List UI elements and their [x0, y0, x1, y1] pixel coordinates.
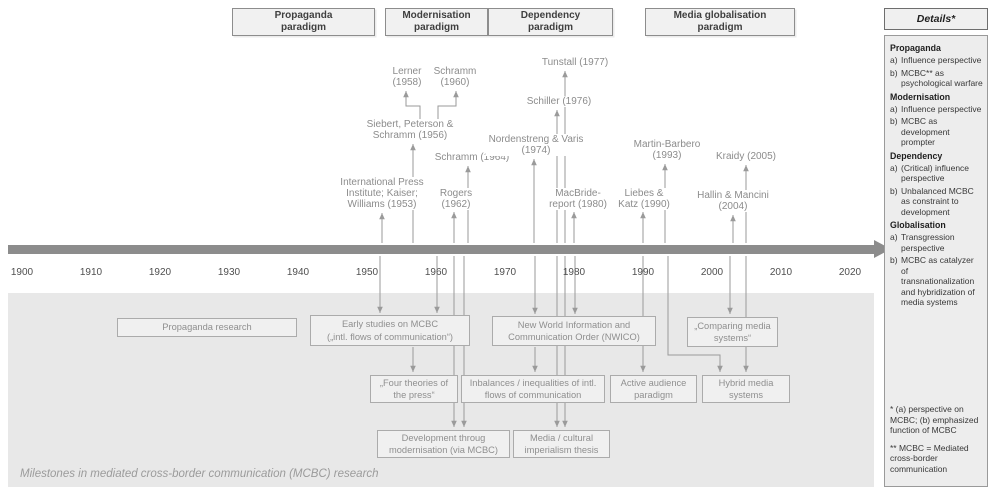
details-item-prefix: b): [890, 67, 898, 78]
research-box-media-cultural-imperialism: Media / cultural imperialism thesis: [513, 430, 610, 458]
details-item-prefix: a): [890, 162, 898, 173]
citation-schramm-1964: Schramm (1964): [431, 152, 513, 163]
details-item-text: MCBC** as psychological warfare: [901, 67, 983, 89]
citation-nordenstreng-varis: Nordenstreng & Varis (1974): [485, 134, 587, 156]
citation-ipi-kaiser-williams: International Press Institute; Kaiser; W…: [337, 177, 427, 210]
research-box-early-studies-mcbc: Early studies on MCBC („intl. flows of c…: [310, 315, 470, 346]
year-tick-label: 1940: [286, 267, 310, 278]
details-item: b)MCBC** as psychological warfare: [890, 68, 983, 89]
year-tick-label: 1990: [631, 267, 655, 278]
details-item: a)Influence perspective: [890, 104, 983, 115]
details-item-prefix: a): [890, 232, 898, 242]
year-tick-label: 2000: [700, 267, 724, 278]
research-box-inbalances-flows: Inbalances / inequalities of intl. flows…: [461, 375, 605, 403]
figure-caption: Milestones in mediated cross-border comm…: [20, 468, 379, 480]
citation-schiller: Schiller (1976): [523, 96, 595, 107]
paradigm-box-media-globalisation: Media globalisation paradigm: [645, 8, 795, 36]
year-tick-label: 1920: [148, 267, 172, 278]
details-item-text: Unbalanced MCBC as constraint to develop…: [901, 185, 974, 217]
research-box-active-audience: Active audience paradigm: [610, 375, 697, 403]
details-item-prefix: a): [890, 55, 898, 65]
details-section-heading: Globalisation: [890, 220, 946, 230]
citation-lerner: Lerner (1958): [389, 66, 425, 88]
citation-martin-barbero: Martin-Barbero (1993): [630, 139, 704, 161]
year-tick-label: 1910: [79, 267, 103, 278]
citation-hallin-mancini: Hallin & Mancini (2004): [694, 190, 772, 212]
details-panel-header: Details*: [884, 8, 988, 30]
paradigm-box-dependency: Dependency paradigm: [488, 8, 613, 36]
research-box-nwico: New World Information and Communication …: [492, 316, 656, 346]
year-tick-label: 1930: [217, 267, 241, 278]
details-section-heading: Dependency: [890, 150, 943, 161]
connector-arrow: [667, 256, 723, 372]
citation-macbride-report: MacBride- report (1980): [546, 188, 610, 210]
details-item: a)Influence perspective: [890, 55, 983, 66]
connector-arrow: [437, 91, 459, 119]
citation-rogers: Rogers (1962): [436, 188, 476, 210]
year-tick-label: 1980: [562, 267, 586, 278]
details-item-prefix: a): [890, 103, 898, 114]
details-item: b)Unbalanced MCBC as constraint to devel…: [890, 186, 983, 218]
research-box-comparing-media-systems: „Comparing media systems“: [687, 317, 778, 347]
details-footnote-1: * (a) perspective on MCBC; (b) emphasize…: [890, 404, 979, 435]
details-section-heading: Propaganda: [890, 43, 941, 53]
year-tick-label: 2010: [769, 267, 793, 278]
details-item-prefix: b): [890, 116, 898, 126]
details-item-prefix: b): [890, 255, 898, 265]
research-box-propaganda-research: Propaganda research: [117, 318, 297, 337]
connector-arrow: [403, 91, 421, 119]
details-item: b)MCBC as development prompter: [890, 116, 983, 148]
citation-kraidy: Kraidy (2005): [712, 151, 780, 162]
details-item-text: Transgression perspective: [901, 232, 955, 253]
details-section-heading: Modernisation: [890, 91, 951, 102]
year-tick-label: 1970: [493, 267, 517, 278]
details-item-text: MCBC as development prompter: [901, 116, 950, 147]
details-item-text: Influence perspective: [901, 103, 982, 114]
research-box-development-modernisation: Development throug modernisation (via MC…: [377, 430, 510, 458]
details-footnotes: * (a) perspective on MCBC; (b) emphasize…: [890, 397, 983, 474]
research-box-four-theories-press: „Four theories of the press“: [370, 375, 458, 403]
details-item-prefix: b): [890, 185, 898, 196]
citation-liebes-katz: Liebes & Katz (1990): [615, 188, 673, 210]
paradigm-box-propaganda: Propaganda paradigm: [232, 8, 375, 36]
timeline-bar: [8, 245, 874, 254]
year-tick-label: 1900: [10, 267, 34, 278]
details-item-text: Influence perspective: [901, 55, 982, 65]
details-item: a)(Critical) influence perspective: [890, 163, 983, 184]
research-box-hybrid-media-systems: Hybrid media systems: [702, 375, 790, 403]
paradigm-box-modernisation: Modernisation paradigm: [385, 8, 488, 36]
details-item: b)MCBC as catalyzer of transnationalizat…: [890, 255, 983, 308]
details-section-globalisation: Globalisation a)Transgression perspective…: [890, 220, 983, 308]
details-item: a)Transgression perspective: [890, 232, 983, 253]
citation-siebert-peterson-schramm: Siebert, Peterson & Schramm (1956): [363, 119, 457, 141]
year-tick-label: 1950: [355, 267, 379, 278]
details-item-text: MCBC as catalyzer of transnationalizatio…: [901, 255, 975, 307]
citation-tunstall: Tunstall (1977): [538, 57, 612, 68]
details-item-text: (Critical) influence perspective: [901, 162, 970, 184]
details-footnote-2: ** MCBC = Mediated cross-border communic…: [890, 442, 969, 474]
year-tick-label: 2020: [838, 267, 862, 278]
year-tick-label: 1960: [424, 267, 448, 278]
citation-schramm-1960: Schramm (1960): [430, 66, 480, 88]
